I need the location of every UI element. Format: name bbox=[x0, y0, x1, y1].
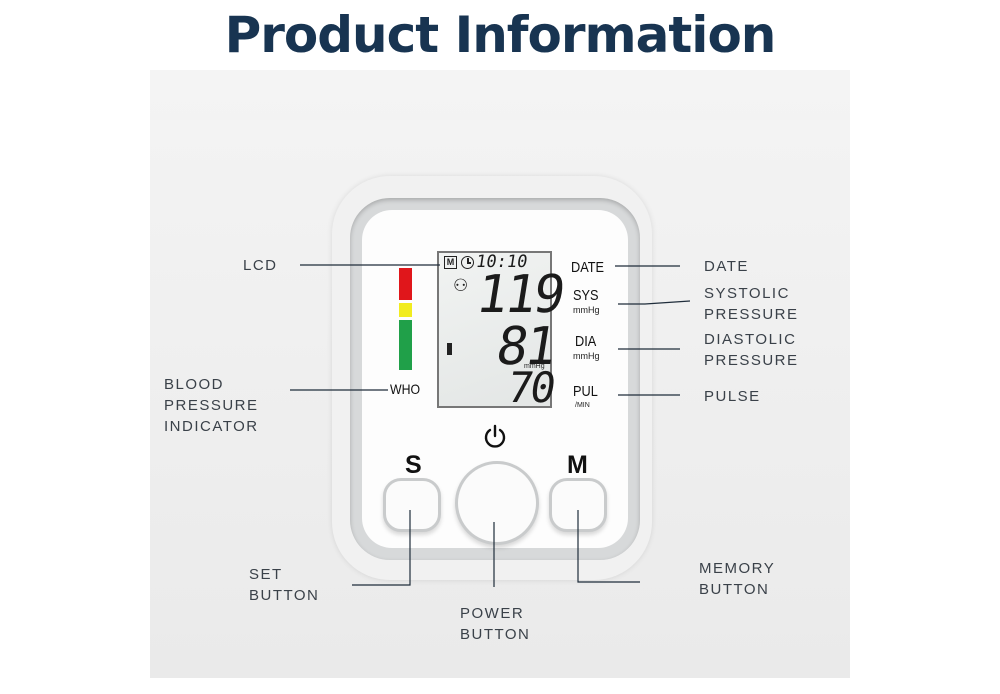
sys-unit-label: mmHg bbox=[573, 305, 600, 315]
memory-leader-line bbox=[577, 510, 640, 583]
callout-memory-button: MEMORY BUTTON bbox=[699, 560, 776, 598]
indicator-red-bar bbox=[399, 268, 412, 300]
set-leader-line bbox=[352, 510, 411, 586]
date-label: DATE bbox=[571, 259, 605, 276]
page-title: Product Information bbox=[224, 6, 777, 64]
callout-systolic-pressure: SYSTOLIC PRESSURE bbox=[704, 285, 799, 323]
set-button[interactable] bbox=[383, 478, 441, 532]
dia-unit-label: mmHg bbox=[573, 351, 600, 361]
lcd-unit: mmHg bbox=[524, 363, 545, 370]
sys-label: SYS bbox=[573, 287, 599, 304]
clock-icon bbox=[461, 256, 474, 269]
callout-blood-pressure-indicator: BLOOD PRESSURE INDICATOR bbox=[164, 376, 259, 435]
pul-label: PUL bbox=[573, 383, 598, 400]
user-icon: ⚇ bbox=[453, 276, 469, 295]
indicator-yellow-bar bbox=[399, 303, 412, 317]
callout-power-button: POWER BUTTON bbox=[460, 605, 531, 643]
callout-lcd: LCD bbox=[243, 257, 278, 274]
pul-unit-label: /MIN bbox=[575, 402, 590, 409]
callout-pulse: PULSE bbox=[704, 388, 761, 405]
power-button[interactable] bbox=[455, 461, 539, 545]
set-button-letter: S bbox=[405, 451, 422, 479]
memory-button-letter: M bbox=[567, 451, 588, 479]
who-label: WHO bbox=[390, 381, 421, 397]
callout-set-button: SET BUTTON bbox=[249, 566, 320, 604]
power-icon bbox=[482, 424, 506, 448]
memory-indicator: M bbox=[444, 256, 457, 269]
indicator-green-bar bbox=[399, 320, 412, 370]
systolic-leader-line bbox=[618, 300, 691, 305]
callout-date: DATE bbox=[704, 258, 749, 275]
lcd-status-mark bbox=[447, 343, 452, 355]
callout-diastolic-pressure: DIASTOLIC PRESSURE bbox=[704, 331, 799, 369]
lcd-screen: M 10:10 ⚇ 119 81 mmHg 70 bbox=[437, 251, 567, 412]
dia-label: DIA bbox=[575, 333, 597, 350]
